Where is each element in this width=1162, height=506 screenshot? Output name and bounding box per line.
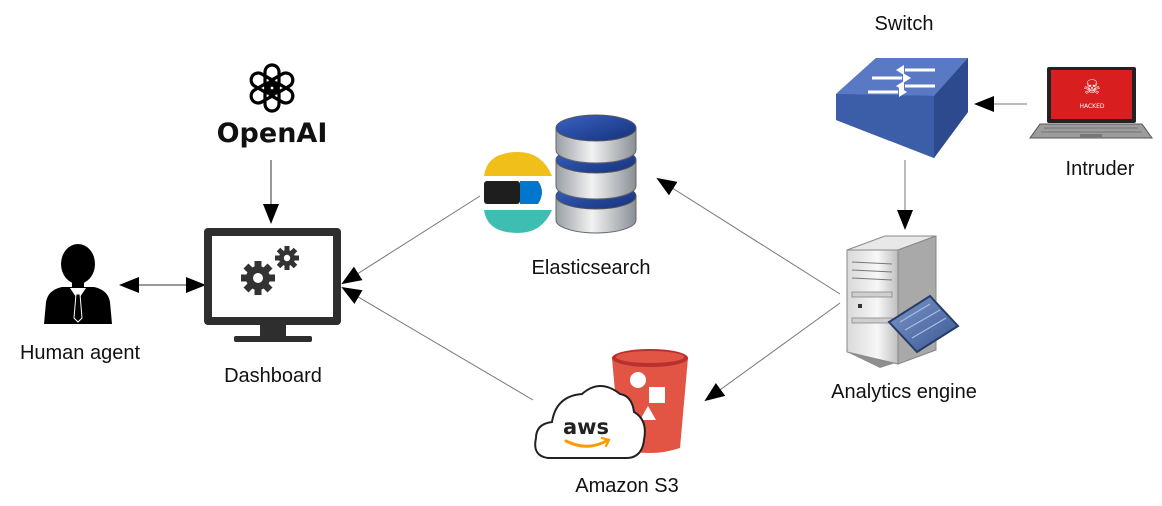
edges [119, 96, 1027, 402]
aws-cloud-icon: aws [534, 385, 646, 459]
openai-wordmark: OpenAI [217, 118, 328, 149]
edge-analytics-elasticsearch [656, 177, 841, 295]
label-intruder: Intruder [1066, 158, 1135, 180]
label-elasticsearch: Elasticsearch [532, 257, 651, 279]
label-dashboard: Dashboard [224, 365, 322, 387]
label-switch: Switch [875, 13, 934, 35]
label-human-agent: Human agent [20, 342, 141, 364]
monitor-gears-icon [204, 228, 341, 342]
label-amazon-s3: Amazon S3 [575, 475, 678, 497]
elasticsearch-logo-icon [484, 152, 552, 233]
network-switch-icon [836, 58, 968, 158]
server-panel-icon [887, 294, 960, 354]
edge-elasticsearch-dashboard [341, 195, 481, 285]
label-analytics-engine: Analytics engine [831, 381, 977, 403]
person-icon [44, 244, 112, 324]
edge-analytics-s3 [704, 302, 841, 402]
database-icon [555, 114, 637, 234]
server-icon [846, 235, 960, 368]
skull-icon: ☠ [1083, 75, 1101, 99]
edge-s3-dashboard [341, 286, 534, 401]
hacked-laptop-icon: ☠ HACKED [1029, 67, 1153, 139]
aws-logo-text: aws [563, 415, 609, 439]
openai-logo-icon [249, 63, 295, 113]
laptop-screen-text: HACKED [1079, 103, 1104, 110]
